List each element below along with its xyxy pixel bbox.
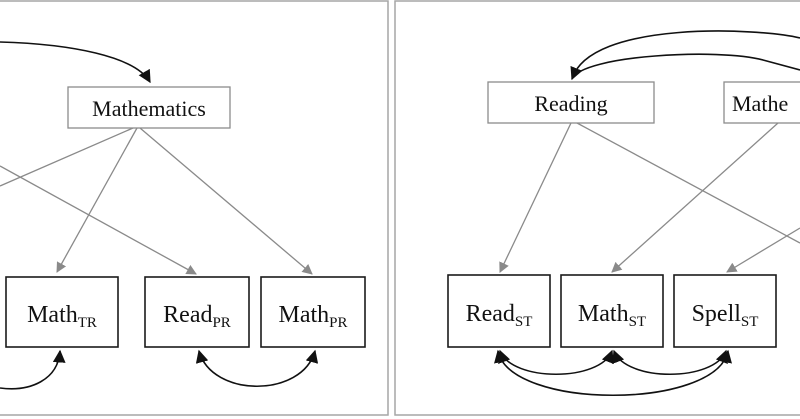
residual-covariance-arc-read-st-spell-st <box>494 349 732 396</box>
observed-box-math-pr: MathPR <box>260 276 366 348</box>
observed-label-base: Spell <box>692 301 742 327</box>
loading-arrow-reading-offscreen <box>576 122 800 244</box>
observed-box-math-st: MathST <box>560 274 664 348</box>
residual-covariance-arc-math-tr <box>0 349 66 390</box>
observed-label-subscript: PR <box>212 315 230 331</box>
covariance-arc-left-top <box>0 41 151 84</box>
loading-arrow-mathematics-offscreen-left <box>0 127 134 187</box>
observed-label-base: Math <box>578 301 629 327</box>
latent-box-reading: Reading <box>487 81 655 124</box>
observed-label-base: Math <box>27 302 78 328</box>
observed-label-subscript: ST <box>629 314 647 330</box>
loading-arrow-offscreen-to-spell-st <box>726 227 800 273</box>
observed-label-base: Read <box>466 301 515 327</box>
latent-box-mathe: Mathe <box>723 81 800 124</box>
left-panel-frame <box>0 0 389 416</box>
residual-covariance-arc-math-st-spell-st <box>612 349 728 375</box>
observed-box-read-pr: ReadPR <box>144 276 250 348</box>
residual-covariance-arc-read-st-math-st <box>498 349 614 375</box>
loading-arrow-mathematics-to-math-tr <box>56 127 138 273</box>
observed-box-math-tr: MathTR <box>5 276 119 348</box>
latent-label-mathe: Mathe <box>732 91 788 116</box>
observed-label-subscript: TR <box>78 315 97 331</box>
observed-label-subscript: ST <box>515 314 533 330</box>
latent-box-mathematics: Mathematics <box>67 86 231 129</box>
observed-label-subscript: ST <box>741 314 759 330</box>
observed-label-base: Read <box>163 302 212 328</box>
svg-text:ReadST: ReadST <box>466 301 533 330</box>
observed-label-base: Math <box>278 302 329 328</box>
loading-arrow-offscreen-to-read-pr <box>0 165 197 275</box>
svg-text:ReadPR: ReadPR <box>163 302 231 331</box>
right-panel-frame <box>394 0 800 416</box>
svg-text:MathPR: MathPR <box>278 302 347 331</box>
svg-text:MathST: MathST <box>578 301 646 330</box>
residual-covariance-arc-read-pr-math-pr <box>195 349 319 388</box>
loading-arrow-mathematics-to-math-pr <box>139 127 313 275</box>
svg-text:SpellST: SpellST <box>692 301 759 330</box>
covariance-arc-reading-offscreen <box>571 30 800 80</box>
observed-label-subscript: PR <box>329 315 347 331</box>
observed-box-spell-st: SpellST <box>673 274 777 348</box>
loading-arrow-mathe-to-math-st <box>611 122 779 273</box>
covariance-arc-reading-mathe <box>570 53 800 81</box>
observed-box-read-st: ReadST <box>447 274 551 348</box>
svg-text:MathTR: MathTR <box>27 302 97 331</box>
latent-label-reading: Reading <box>534 91 607 116</box>
loading-arrow-reading-to-read-st <box>499 122 572 273</box>
latent-label-mathematics: Mathematics <box>92 96 206 121</box>
